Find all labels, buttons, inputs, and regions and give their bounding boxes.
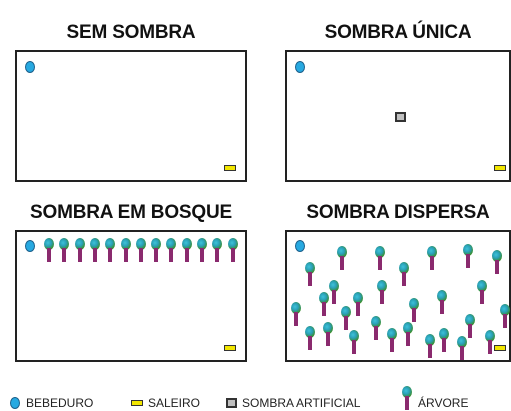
arvore-icon	[323, 322, 333, 346]
bebedouro-icon	[295, 240, 305, 252]
arvore-icon	[305, 262, 315, 286]
arvore-icon	[151, 238, 162, 262]
arvore-icon	[349, 330, 359, 354]
arvore-icon	[377, 280, 387, 304]
arvore-icon	[353, 292, 363, 316]
legend-sombra-artificial-label: SOMBRA ARTIFICIAL	[242, 396, 361, 410]
arvore-icon	[439, 328, 449, 352]
panel-sombra-unica	[285, 50, 511, 182]
arvore-icon	[120, 238, 131, 262]
arvore-icon	[329, 280, 339, 304]
panel-title-sem-sombra: SEM SOMBRA	[66, 22, 196, 43]
legend-saleiro-icon	[131, 400, 143, 406]
arvore-icon	[337, 246, 347, 270]
arvore-icon	[477, 280, 487, 304]
arvore-icon	[403, 322, 413, 346]
arvore-icon	[425, 334, 435, 358]
arvore-icon	[74, 238, 85, 262]
bebedouro-icon	[295, 61, 305, 73]
arvore-icon	[409, 298, 419, 322]
arvore-icon	[399, 262, 409, 286]
arvore-icon	[427, 246, 437, 270]
saleiro-icon	[224, 345, 236, 351]
arvore-icon	[197, 238, 207, 262]
saleiro-icon	[494, 345, 506, 351]
panel-sombra-dispersa	[285, 230, 511, 362]
legend-sombra-artificial-icon	[226, 398, 237, 408]
legend-saleiro-label: SALEIRO	[148, 396, 201, 410]
arvore-icon	[437, 290, 447, 314]
legend-arvore-label: ÁRVORE	[418, 396, 469, 410]
panel-title-sombra-unica: SOMBRA ÚNICA	[324, 22, 472, 43]
sombra-artificial-icon	[395, 112, 406, 122]
legend-arvore-icon	[402, 386, 412, 410]
arvore-icon	[291, 302, 301, 326]
arvore-icon	[59, 238, 70, 262]
saleiro-icon	[224, 165, 236, 171]
arvore-icon	[319, 292, 329, 316]
saleiro-icon	[494, 165, 506, 171]
panel-title-sombra-bosque: SOMBRA EM BOSQUE	[30, 202, 232, 223]
legend-bebedouro-label: BEBEDURO	[26, 396, 94, 410]
bebedouro-icon	[25, 240, 35, 252]
panel-title-sombra-dispersa: SOMBRA DISPERSA	[306, 202, 490, 223]
arvore-icon	[485, 330, 495, 354]
arvore-icon	[341, 306, 351, 330]
arvore-icon	[89, 238, 100, 262]
arvore-icon	[135, 238, 146, 262]
arvore-icon	[465, 314, 475, 338]
legend-bebedouro-icon	[10, 397, 20, 409]
arvore-icon	[463, 244, 473, 268]
arvore-icon	[227, 238, 238, 262]
panel-sem-sombra	[15, 50, 247, 182]
arvore-icon	[44, 238, 54, 262]
panel-sombra-bosque	[15, 230, 247, 362]
arvore-icon	[375, 246, 385, 270]
arvore-icon	[305, 326, 315, 350]
arvore-icon	[212, 238, 223, 262]
arvore-icon	[492, 250, 502, 274]
arvore-icon	[387, 328, 397, 352]
bebedouro-icon	[25, 61, 35, 73]
arvore-icon	[181, 238, 192, 262]
arvore-icon	[457, 336, 467, 360]
arvore-icon	[371, 316, 381, 340]
arvore-icon	[500, 304, 510, 328]
arvore-icon	[105, 238, 116, 262]
arvore-icon	[166, 238, 177, 262]
